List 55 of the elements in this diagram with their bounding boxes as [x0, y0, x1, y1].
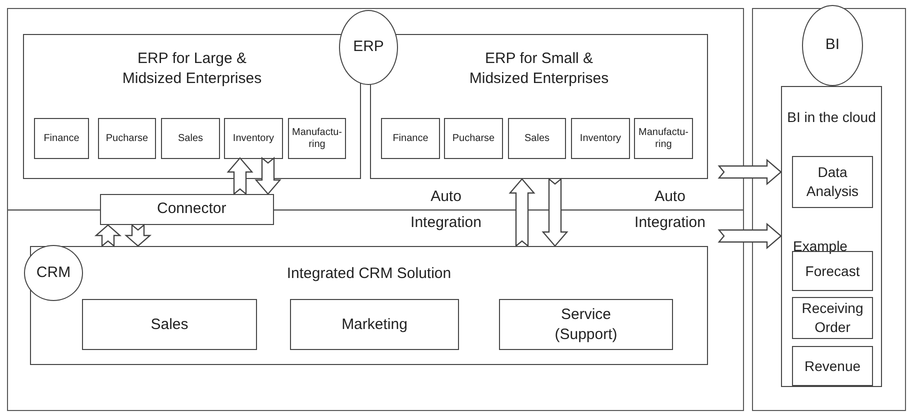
system-box: [30, 246, 708, 365]
box-label: Connector: [157, 199, 226, 220]
box-heading: Integrated CRM Solution: [286, 264, 452, 284]
box-heading: BI in the cloud: [787, 108, 876, 127]
module-box: [288, 118, 346, 159]
box-label: Marketing: [340, 314, 408, 334]
box-label: CRM: [36, 262, 71, 283]
box-label: Finance: [392, 132, 430, 144]
box-label: Receiving Order: [800, 299, 864, 337]
module-box: [98, 118, 156, 159]
block-arrow: [94, 224, 122, 248]
box-label: Sales: [176, 132, 204, 144]
box-label: Sales: [523, 132, 550, 144]
connector-box: [100, 194, 274, 225]
box-label: Inventory: [578, 132, 622, 144]
box-label: Service (Support): [554, 304, 618, 344]
block-arrow: [718, 222, 782, 250]
box-label: Manufactu- ring: [290, 126, 344, 150]
integration-label: Auto Integration: [634, 187, 706, 233]
module-box: [444, 118, 503, 159]
integration-label: Auto Integration: [410, 187, 482, 233]
module-box: [82, 299, 257, 350]
box-label: ERP: [353, 37, 384, 58]
module-box: [161, 118, 220, 159]
block-arrow: [254, 156, 282, 195]
box-label: Pucharse: [451, 132, 496, 144]
box-label: BI: [825, 35, 840, 56]
block-arrow: [718, 158, 782, 186]
box-label: Forecast: [804, 262, 861, 280]
block-arrow: [508, 178, 536, 248]
box-label: Manufactu- ring: [637, 126, 690, 150]
box-label: Sales: [150, 314, 190, 334]
module-box: [499, 299, 673, 350]
system-box: [781, 86, 882, 387]
module-box: [792, 297, 873, 339]
module-box: [508, 118, 566, 159]
box-heading: ERP for Small & Midsized Enterprises: [468, 49, 610, 89]
module-box: [224, 118, 283, 159]
module-box: [792, 156, 873, 208]
box-heading: ERP for Large & Midsized Enterprises: [121, 49, 263, 89]
block-arrow: [542, 178, 568, 247]
module-box: [792, 346, 873, 386]
module-box: [290, 299, 459, 350]
box-label: Pucharse: [104, 132, 150, 144]
module-box: [634, 118, 693, 159]
module-box: [571, 118, 630, 159]
example-label: Example: [793, 237, 848, 256]
box-label: Data Analysis: [805, 163, 860, 201]
box-label: Inventory: [232, 132, 276, 144]
module-box: [34, 118, 89, 159]
box-label: Finance: [42, 132, 80, 144]
block-arrow: [226, 157, 254, 196]
module-box: [381, 118, 440, 159]
block-arrow: [124, 224, 152, 247]
box-label: Revenue: [803, 356, 862, 376]
